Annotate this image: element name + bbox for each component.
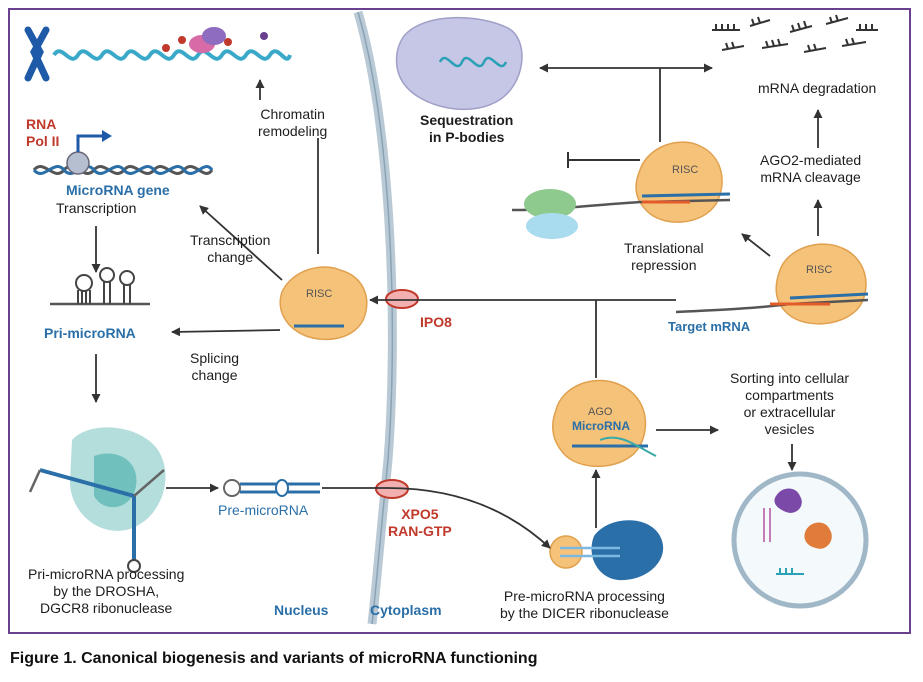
risc-translational-repression (511, 141, 731, 223)
p-body-illustration (395, 16, 523, 110)
ribosome-illustration (524, 189, 578, 239)
microrna-gene-label: MicroRNA gene (66, 182, 170, 198)
microrna-diagram (24, 10, 878, 625)
extracellular-vesicle (731, 471, 869, 609)
rna-pol-ii-icon (66, 151, 90, 175)
arrows (91, 63, 823, 549)
arrow-risc-to-transcription (199, 205, 283, 281)
risc-repression-label: RISC (672, 164, 699, 176)
repression-inhibition (567, 152, 640, 168)
pri-microrna-label: Pri-microRNA (44, 325, 136, 341)
ago-label: AGO (588, 406, 613, 418)
dicer-complex-illustration (549, 520, 664, 581)
mrna-fragments-illustration (712, 14, 878, 53)
ipo8-label: IPO8 (420, 314, 452, 330)
arrow-risc-to-splicing (171, 327, 281, 337)
cytoplasm-label: Cytoplasm (370, 602, 442, 618)
drosha-complex-illustration (28, 427, 166, 573)
risc-target-mrna (675, 243, 869, 325)
nucleus-label: Nucleus (274, 602, 329, 618)
figure-caption: Figure 1. Canonical biogenesis and varia… (10, 650, 538, 667)
chromatin-illustration (24, 26, 292, 82)
arrow-target-to-repression (741, 233, 771, 257)
ipo8-channel (385, 289, 419, 309)
arrow-pre-to-dicer (322, 487, 551, 549)
risc-nucleus-label: RISC (306, 288, 333, 300)
mrna-degradation-label: mRNA degradation (758, 80, 877, 96)
pre-microrna-illustration (223, 479, 320, 497)
transcription-label: Transcription (56, 200, 137, 216)
pre-microrna-label: Pre-microRNA (218, 502, 309, 518)
microrna-gene-dna (32, 130, 214, 175)
target-mrna-label: Target mRNA (668, 319, 751, 334)
microrna-ago-label: MicroRNA (572, 419, 631, 433)
pri-microrna-hairpins (50, 267, 150, 306)
risc-nucleus (279, 266, 368, 341)
risc-target-label: RISC (806, 264, 833, 276)
ago-microrna-complex (552, 379, 657, 468)
